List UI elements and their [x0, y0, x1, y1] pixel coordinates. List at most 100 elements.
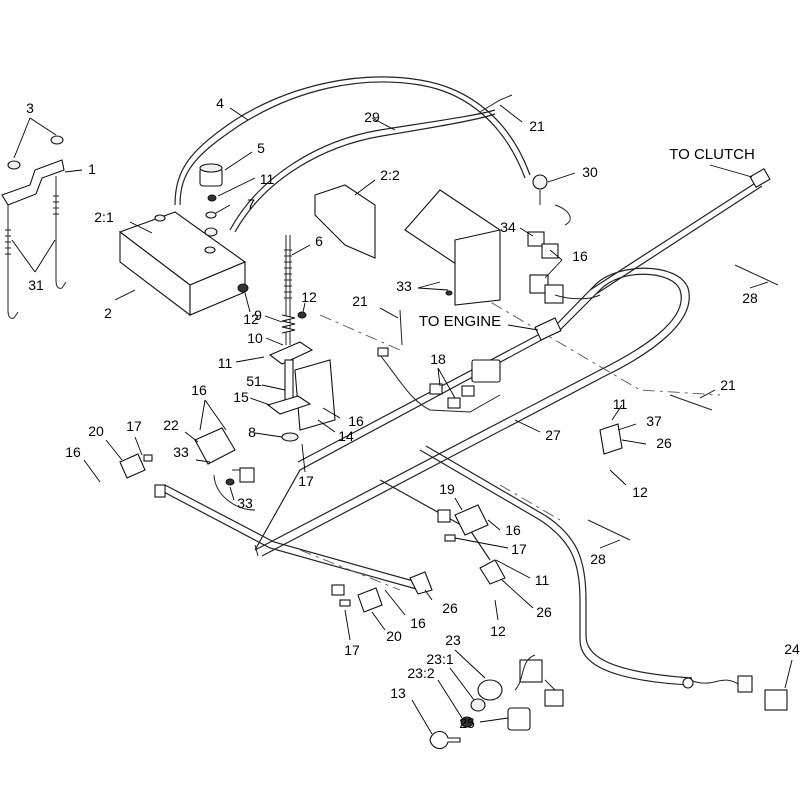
- wing-nut-right: [50, 135, 64, 145]
- label-part-4: 4: [216, 95, 224, 111]
- solenoid-cap: [199, 163, 223, 173]
- switch-22-group: [194, 427, 256, 511]
- battery-terminal-negative: [154, 214, 166, 222]
- label-part-33a: 33: [396, 278, 412, 294]
- battery-cable-4b: [179, 81, 526, 206]
- seat-switch-bracket-group: [266, 235, 336, 442]
- cable-tie-28-top: [734, 264, 779, 286]
- label-part-16b: 16: [348, 413, 364, 429]
- cable-21-top: [479, 94, 513, 113]
- leader-26c: [424, 589, 433, 601]
- leader-20a: [105, 439, 123, 461]
- label-part-17b: 17: [298, 473, 314, 489]
- screw-head: [207, 194, 217, 202]
- label-part-16a: 16: [572, 248, 588, 264]
- cable-tie-21-right: [669, 394, 713, 411]
- connector-pin-3: [461, 385, 475, 397]
- connector-24: [737, 675, 753, 693]
- main-harness-trunk: [254, 273, 682, 551]
- spring-9: [281, 314, 296, 334]
- bracket-nut: [445, 290, 453, 296]
- relay-wires: [554, 294, 601, 300]
- leader-2-2: [354, 179, 376, 196]
- label-part-2-1: 2:1: [94, 209, 114, 225]
- key-switch-25: [507, 707, 531, 731]
- rod-thread-right: [53, 195, 59, 215]
- relay-2: [541, 243, 559, 259]
- leader-26b: [501, 579, 534, 609]
- leader-12b: [302, 302, 306, 313]
- hold-down-rod-right: [55, 176, 67, 289]
- switch-20-left: [119, 453, 146, 479]
- wing-nut-left: [7, 160, 21, 170]
- connector-17-left: [143, 454, 153, 462]
- label-to-clutch: TO CLUTCH: [669, 146, 755, 163]
- leader-25: [479, 717, 509, 723]
- label-part-11c: 11: [613, 396, 628, 412]
- bracket-14: [294, 359, 336, 431]
- harness-to-clutch: [589, 179, 761, 291]
- label-part-15: 15: [233, 389, 249, 405]
- label-part-19: 19: [439, 481, 455, 497]
- label-part-21c: 21: [720, 377, 736, 393]
- leader-1: [64, 169, 83, 173]
- ignition-switch-23: [477, 679, 503, 701]
- clamp-26-lower: [409, 571, 433, 595]
- reference-line-1: [469, 289, 721, 396]
- leader-10: [265, 337, 284, 346]
- leader-21c: [699, 389, 716, 399]
- leader-11a: [217, 177, 256, 197]
- label-part-9: 9: [254, 307, 262, 323]
- label-part-34: 34: [500, 219, 516, 235]
- switch-nut-23-1: [470, 698, 486, 712]
- cable-tie-28-lower: [587, 519, 631, 541]
- hold-down-bracket: [1, 159, 65, 206]
- label-part-20b: 20: [386, 628, 402, 644]
- label-part-21b: 21: [352, 293, 368, 309]
- leader-15: [249, 397, 271, 406]
- harness-plug-ignition: [544, 689, 564, 707]
- leader-18: [437, 367, 456, 399]
- label-part-12c: 12: [632, 484, 648, 500]
- label-part-12d: 12: [490, 623, 506, 639]
- switch-20-lower-group: [331, 584, 383, 613]
- harness-left-branch-b: [164, 484, 425, 585]
- ignition-wires: [514, 654, 556, 691]
- label-part-2: 2: [104, 305, 112, 321]
- leader-20b: [371, 611, 386, 631]
- battery-cable-4: [174, 76, 531, 206]
- pad-15: [266, 395, 312, 415]
- reference-line-4: [499, 484, 561, 521]
- leader-29: [371, 117, 396, 131]
- switch-19-group: [437, 504, 489, 542]
- washer: [205, 211, 217, 219]
- label-part-17d: 17: [344, 642, 360, 658]
- leader-33c: [229, 486, 235, 501]
- label-part-18: 18: [430, 351, 446, 367]
- cable-29b: [234, 113, 496, 233]
- leader-13: [411, 699, 433, 735]
- label-part-17c: 17: [511, 541, 527, 557]
- label-part-2-2: 2:2: [380, 167, 400, 183]
- part-labels: 3 1 2:1 31 2 4 5 11 7 2:2 6 12 29 21 30 …: [26, 95, 800, 731]
- harness-right-branch: [419, 449, 691, 686]
- clamp-26-right: [599, 423, 623, 455]
- label-part-17a: 17: [126, 418, 142, 434]
- hold-down-rod-left: [7, 205, 19, 319]
- washer-8: [281, 432, 299, 442]
- connector-pin-2: [447, 397, 461, 409]
- label-part-12a: 12: [243, 311, 259, 327]
- ignition-key-13: [429, 730, 461, 750]
- reference-line-3: [299, 549, 401, 591]
- label-part-28b: 28: [590, 551, 606, 567]
- label-part-16f: 16: [410, 615, 426, 631]
- label-part-12b: 12: [301, 289, 317, 305]
- plate-10: [268, 341, 314, 365]
- harness-to-clutch-b: [595, 185, 763, 295]
- leader-12d: [494, 599, 499, 621]
- indicator-light: [532, 174, 548, 190]
- connector-block-24: [519, 659, 543, 683]
- label-part-37: 37: [646, 413, 662, 429]
- leader-12a: [244, 292, 251, 313]
